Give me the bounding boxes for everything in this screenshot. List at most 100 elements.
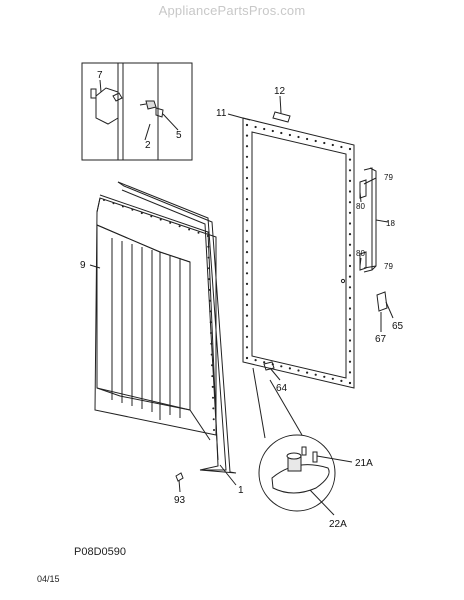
rivet-dot: [211, 375, 214, 378]
rivet-dot: [245, 176, 249, 180]
rivet-dot: [245, 208, 249, 211]
rivet-dot: [245, 261, 249, 264]
rivet-dot: [150, 215, 153, 218]
bushing: [263, 361, 275, 371]
rivet-dot: [263, 127, 266, 131]
rivet-dot: [314, 139, 317, 143]
rivet-dot: [348, 328, 352, 331]
rivet-dot: [245, 134, 249, 137]
rivet-dot: [209, 321, 212, 324]
callout-9: 9: [80, 260, 86, 271]
rivet-dot: [140, 212, 143, 215]
rivet-dot: [211, 364, 213, 367]
rivet-dot: [212, 407, 215, 410]
rivet-dot: [210, 332, 212, 334]
rivet-dot: [245, 219, 249, 222]
rivet-dot: [348, 158, 352, 161]
rivet-dot: [323, 141, 326, 145]
rivet-dot: [306, 371, 309, 374]
rivet-dot: [348, 360, 352, 363]
rivet-dot: [213, 429, 215, 431]
rivet-dot: [348, 264, 352, 268]
rivet-dot: [245, 346, 249, 349]
rivet-dot: [131, 208, 134, 211]
callout-12: 12: [274, 86, 286, 97]
callout-labels: 7 2 5 12 11 79 80 18 80 79 9 65 67 64 21…: [80, 70, 404, 530]
rivet-dot: [340, 145, 343, 149]
rivet-dot: [207, 256, 210, 259]
hinge-bracket: [376, 291, 388, 312]
diagram-code: P08D0590: [74, 546, 126, 558]
rivet-dot: [348, 169, 352, 172]
callout-67: 67: [375, 334, 387, 345]
rivet-dot: [245, 166, 249, 169]
callout-65: 65: [392, 321, 404, 332]
rivet-dot: [348, 307, 352, 310]
rivet-dot: [280, 365, 283, 368]
rivet-dot: [348, 233, 352, 236]
callout-80b: 80: [356, 249, 365, 258]
callout-79a: 79: [384, 173, 393, 182]
rivet-dot: [209, 310, 212, 313]
rivet-dot: [245, 187, 249, 190]
rivet-dot: [245, 240, 249, 243]
callout-18: 18: [386, 219, 395, 228]
rivet-dot: [314, 373, 317, 376]
rivet-dot: [178, 225, 181, 228]
callout-64: 64: [276, 383, 288, 394]
magnified-detail: [258, 434, 336, 512]
rivet-dot: [331, 143, 334, 147]
rivet-dot: [245, 335, 249, 338]
rivet-dot: [348, 179, 352, 182]
callout-22A: 22A: [329, 519, 347, 530]
door-panel: [94, 197, 217, 441]
rivet-dot: [245, 282, 249, 285]
rivet-dot: [348, 350, 352, 353]
rivet-dot: [348, 339, 352, 342]
leader-lines: [89, 79, 394, 516]
rivet-dot: [245, 293, 249, 296]
rivet-dot: [348, 296, 352, 299]
rivet-dot: [245, 251, 249, 254]
rivet-dot: [348, 371, 352, 374]
rivet-dot: [254, 125, 257, 129]
callout-5: 5: [176, 130, 182, 141]
rivet-dot: [288, 133, 291, 137]
callout-21A: 21A: [355, 458, 373, 469]
rivet-dot: [348, 190, 352, 193]
rivet-dot: [208, 288, 211, 291]
rivet-dot: [348, 381, 352, 385]
callout-79b: 79: [384, 262, 393, 271]
rivet-dot: [263, 361, 266, 364]
outer-door-frame: [242, 117, 355, 389]
rivet-dot: [207, 245, 210, 248]
rivet-dot: [245, 356, 249, 360]
rivet-dot: [245, 145, 249, 148]
rivet-dot: [297, 369, 300, 372]
rivet-dot: [331, 377, 334, 380]
rivet-dot: [159, 218, 162, 221]
hinge-detail-inset: [81, 62, 193, 161]
rivet-dot: [169, 221, 172, 224]
rivet-dot: [208, 278, 211, 281]
rivet-dot: [197, 231, 200, 234]
rivet-dot: [209, 299, 211, 302]
frame-rivets: [103, 123, 352, 431]
callout-93: 93: [174, 495, 186, 506]
rivet-dot: [280, 131, 283, 135]
rivet-dot: [348, 222, 352, 225]
rivet-dot: [207, 235, 209, 237]
rivet-dot: [348, 286, 352, 289]
rivet-dot: [121, 205, 124, 208]
rivet-dot: [188, 228, 191, 231]
rivet-dot: [112, 202, 115, 205]
watermark: AppliancePartsPros.com: [158, 3, 306, 18]
rivet-dot: [245, 272, 249, 275]
rivet-dot: [210, 353, 213, 356]
rivet-dot: [245, 325, 249, 328]
rivet-dot: [210, 342, 213, 345]
callout-1: 1: [238, 485, 244, 496]
callout-2: 2: [145, 140, 151, 151]
rivet-dot: [208, 267, 210, 270]
